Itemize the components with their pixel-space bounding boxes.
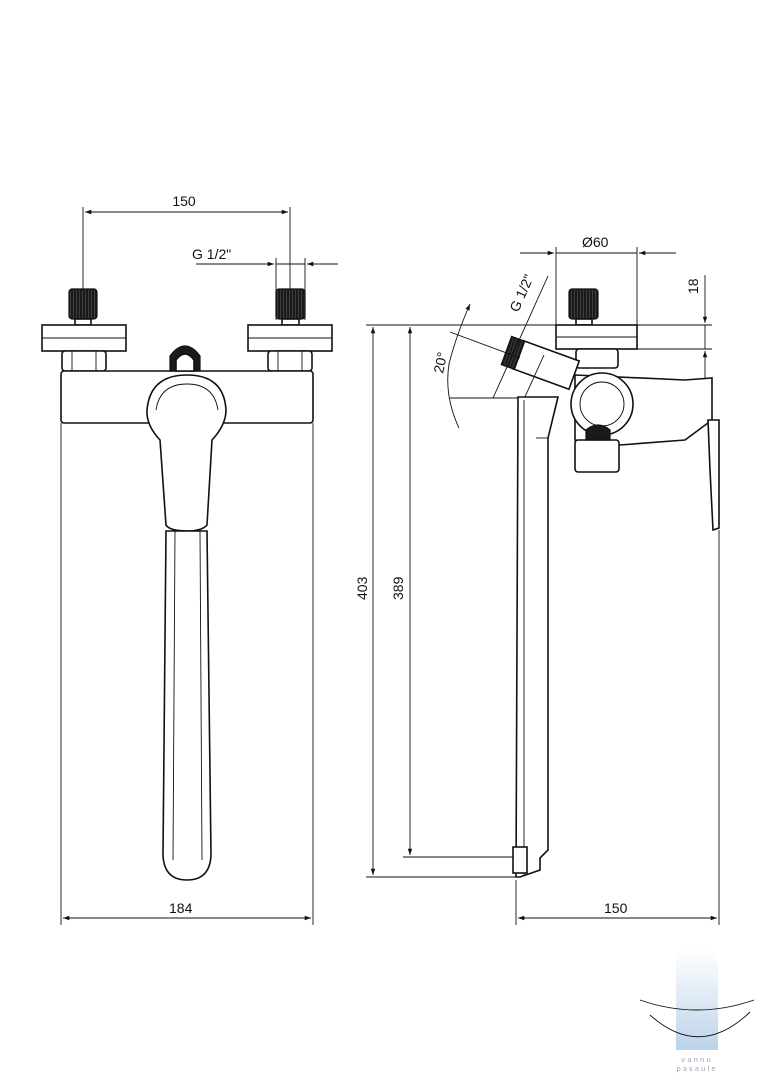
side-connector bbox=[555, 288, 638, 369]
watermark-bar bbox=[676, 950, 718, 1050]
front-mixer-body bbox=[60, 345, 314, 532]
side-dim-depth-label: 150 bbox=[604, 900, 628, 916]
watermark-logo: vannu pasaule bbox=[639, 950, 755, 1073]
side-dim-angle-label: 20° bbox=[430, 351, 450, 375]
front-view: 150 G 1/2" bbox=[41, 193, 338, 925]
front-left-connector bbox=[41, 288, 127, 372]
front-dim-spacing-label: 150 bbox=[172, 193, 196, 209]
side-diverter-body bbox=[570, 372, 720, 532]
front-dim-thread-label: G 1/2" bbox=[192, 246, 231, 262]
side-dim-diameter-label: Ø60 bbox=[582, 234, 609, 250]
side-dim-height-total: 403 bbox=[354, 324, 556, 878]
watermark-line1: vannu bbox=[681, 1056, 713, 1064]
side-dim-height-inner-label: 389 bbox=[390, 576, 406, 600]
side-dim-diameter: Ø60 bbox=[520, 234, 676, 325]
front-dim-thread: G 1/2" bbox=[192, 246, 338, 320]
watermark-line2: pasaule bbox=[676, 1065, 717, 1073]
side-dim-angle: 20° bbox=[430, 303, 521, 429]
side-dim-height-inner: 389 bbox=[390, 327, 513, 858]
front-dim-spacing: 150 bbox=[82, 193, 291, 320]
side-dim-offset-label: 18 bbox=[685, 278, 701, 294]
front-right-connector bbox=[247, 288, 333, 372]
side-view: Ø60 18 bbox=[354, 234, 720, 925]
side-dim-thread-label: G 1/2" bbox=[506, 272, 537, 314]
side-dim-height-total-label: 403 bbox=[354, 576, 370, 600]
front-dim-width: 184 bbox=[60, 423, 314, 925]
side-dim-depth: 150 bbox=[515, 530, 720, 925]
front-spout bbox=[162, 530, 212, 881]
front-dim-width-label: 184 bbox=[169, 900, 193, 916]
side-spout bbox=[512, 396, 560, 878]
